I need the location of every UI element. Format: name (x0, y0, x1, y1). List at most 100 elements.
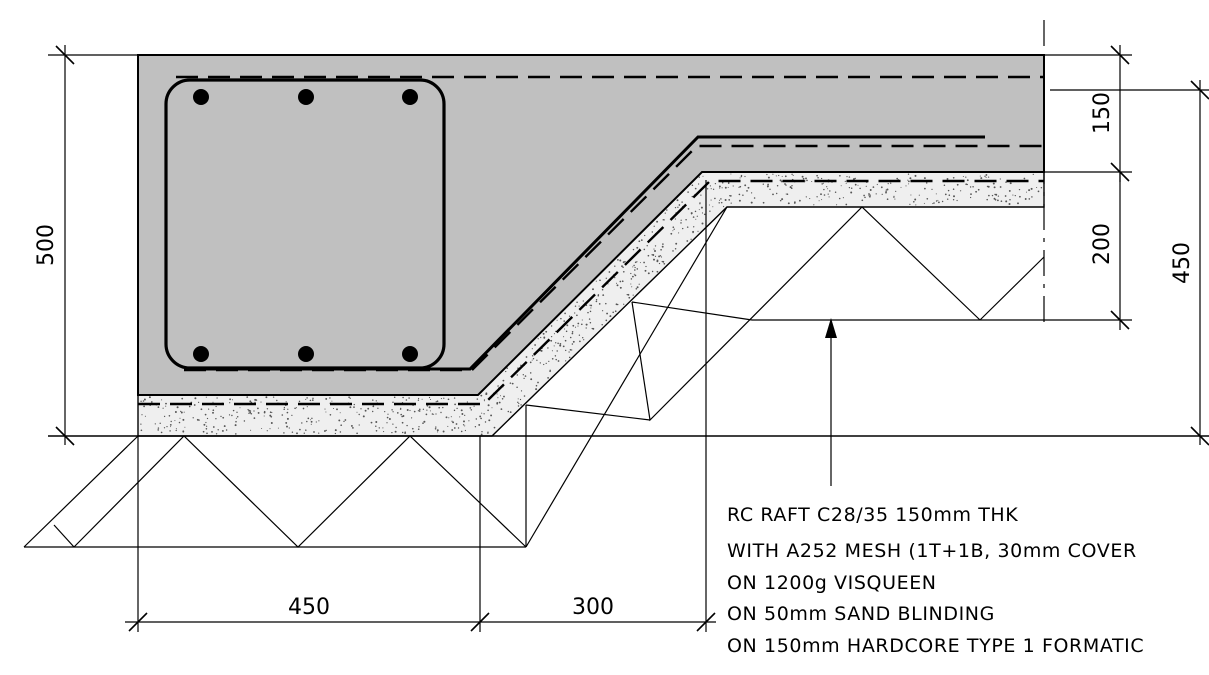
sand-stipple-dot (720, 198, 722, 200)
sand-stipple-dot (179, 417, 181, 419)
sand-stipple-dot (614, 310, 617, 313)
sand-stipple-dot (660, 248, 662, 251)
sand-stipple-dot (215, 418, 217, 420)
sand-stipple-dot (747, 186, 750, 189)
sand-stipple-dot (1008, 203, 1011, 205)
sand-stipple-dot (478, 423, 481, 426)
sand-stipple-dot (462, 424, 465, 426)
sand-stipple-dot (739, 185, 742, 188)
sand-stipple-dot (799, 199, 801, 202)
sand-stipple-dot (537, 381, 539, 384)
sand-stipple-dot (287, 408, 289, 410)
sand-stipple-dot (1018, 188, 1021, 191)
sand-stipple-dot (645, 265, 647, 268)
sand-stipple-dot (483, 399, 485, 401)
sand-stipple-dot (344, 419, 347, 421)
sand-stipple-dot (816, 196, 818, 198)
sand-stipple-dot (839, 174, 841, 177)
sand-stipple-dot (336, 408, 338, 411)
sand-stipple-dot (986, 198, 988, 201)
sand-stipple-dot (660, 256, 663, 258)
sand-stipple-dot (706, 188, 709, 190)
sand-stipple-dot (908, 183, 910, 185)
sand-stipple-dot (442, 430, 445, 433)
sand-stipple-dot (474, 426, 477, 428)
sand-stipple-dot (656, 259, 659, 262)
sand-stipple-dot (329, 397, 331, 399)
sand-stipple (140, 173, 1043, 437)
sand-stipple-dot (859, 187, 861, 190)
sand-stipple-dot (666, 209, 668, 211)
sand-stipple-dot (311, 417, 313, 420)
sand-stipple-dot (487, 409, 489, 412)
sand-stipple-dot (169, 430, 171, 432)
sand-stipple-dot (276, 399, 278, 402)
rebar-top-left (193, 89, 209, 105)
sand-stipple-dot (933, 202, 935, 204)
sand-stipple-dot (235, 420, 237, 423)
sand-stipple-dot (253, 417, 256, 419)
sand-stipple-dot (823, 188, 825, 191)
sand-stipple-dot (170, 426, 172, 428)
sand-stipple-dot (428, 396, 431, 399)
sand-stipple-dot (784, 175, 787, 178)
sand-stipple-dot (924, 187, 926, 190)
sand-stipple-dot (406, 409, 409, 411)
sand-stipple-dot (217, 429, 219, 431)
sand-stipple-dot (905, 185, 907, 187)
sand-stipple-dot (509, 411, 512, 413)
sand-stipple-dot (698, 209, 700, 211)
rebar-group (193, 89, 418, 362)
sand-stipple-dot (334, 429, 337, 432)
sand-stipple-dot (535, 388, 538, 391)
sand-stipple-dot (980, 177, 983, 180)
sand-stipple-dot (643, 248, 646, 251)
sand-stipple-dot (616, 284, 619, 287)
sand-stipple-dot (701, 222, 704, 225)
sand-stipple-dot (466, 401, 469, 403)
sand-stipple-dot (670, 232, 673, 235)
sand-stipple-dot (417, 428, 420, 430)
sand-stipple-dot (1009, 182, 1012, 185)
sand-stipple-dot (383, 431, 385, 433)
sand-stipple-dot (364, 409, 367, 412)
sand-stipple-dot (310, 420, 313, 423)
hardcore-hatch (23, 206, 1045, 548)
sand-stipple-dot (816, 174, 818, 177)
sand-stipple-dot (418, 426, 420, 428)
sand-stipple-dot (617, 259, 619, 261)
sand-stipple-dot (894, 198, 896, 200)
sand-stipple-dot (551, 357, 554, 360)
sand-stipple-dot (746, 190, 748, 192)
sand-stipple-dot (542, 332, 545, 335)
sand-stipple-dot (142, 400, 145, 402)
sand-stipple-dot (391, 431, 393, 434)
sand-stipple-dot (247, 408, 249, 411)
sand-stipple-dot (696, 215, 698, 217)
sand-stipple-dot (205, 396, 207, 398)
sand-stipple-dot (900, 186, 902, 188)
sand-stipple-dot (710, 199, 712, 201)
sand-stipple-dot (391, 409, 393, 411)
sand-stipple-dot (422, 422, 424, 425)
sand-stipple-dot (997, 199, 999, 202)
sand-stipple-dot (630, 283, 632, 285)
sand-stipple-dot (941, 200, 944, 203)
sand-stipple-dot (311, 399, 314, 401)
sand-stipple-dot (571, 331, 574, 333)
sand-stipple-dot (630, 278, 633, 280)
specification-note: RC RAFT C28/35 150mm THK WITH A252 MESH … (727, 504, 1144, 657)
sand-stipple-dot (738, 193, 741, 196)
sand-stipple-dot (450, 416, 452, 418)
sand-stipple-dot (411, 417, 413, 419)
sand-stipple-dot (577, 322, 580, 325)
sand-stipple-dot (475, 418, 478, 420)
sand-stipple-dot (401, 415, 403, 418)
dim-500: 500 (34, 45, 138, 446)
sand-stipple-dot (228, 414, 231, 416)
sand-stipple-dot (956, 183, 959, 186)
sand-stipple-dot (656, 220, 659, 223)
sand-stipple-dot (805, 196, 807, 198)
sand-stipple-dot (988, 194, 990, 197)
sand-stipple-dot (568, 315, 571, 317)
